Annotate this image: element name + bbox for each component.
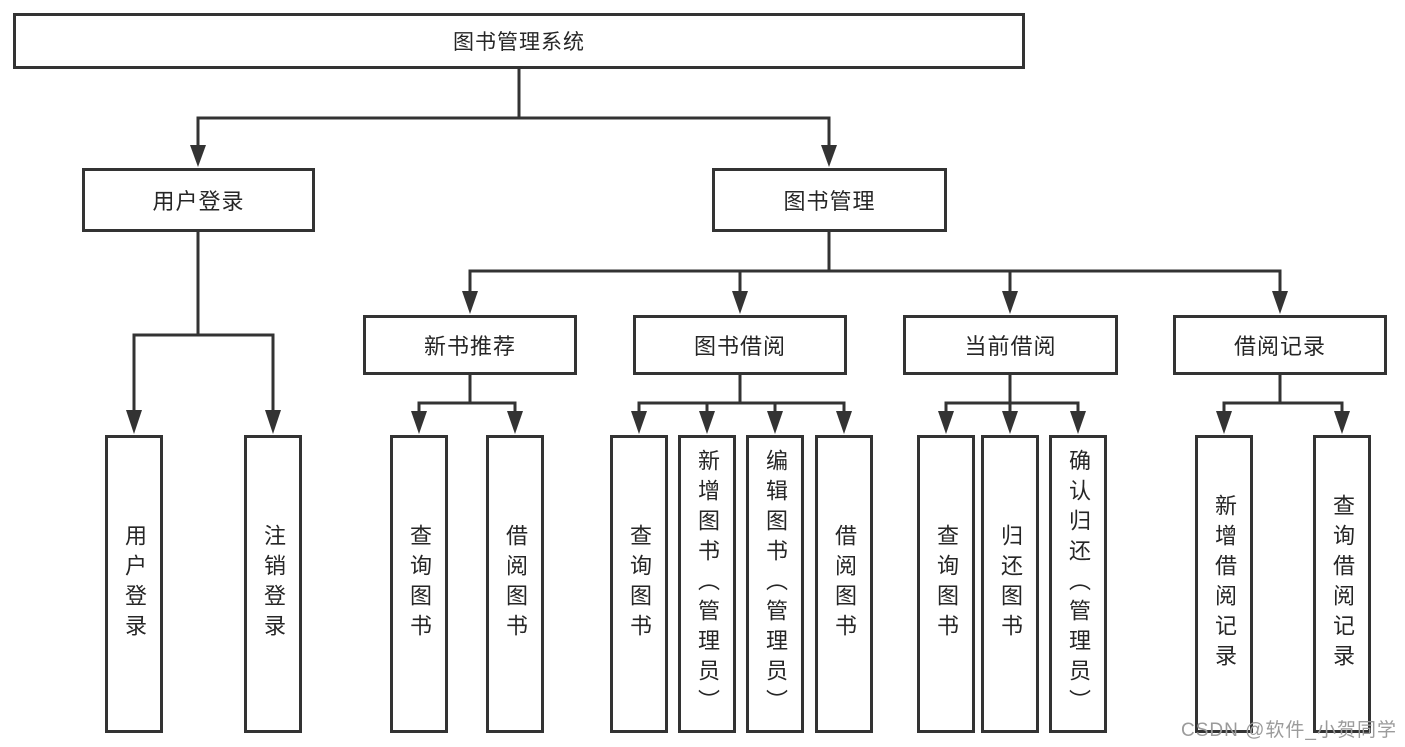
node-book-borrow-label: 图书借阅 [693, 334, 786, 359]
leaf-return-books-label: 归还图书 [998, 524, 1023, 644]
leaf-query-books-borrow-label: 查询图书 [627, 524, 652, 644]
branch-user-login: 用户登录 [82, 168, 315, 232]
leaf-add-books-admin-label: 新增图书（管理员） [695, 449, 720, 719]
leaf-query-books-recommend: 查询图书 [390, 435, 448, 733]
leaf-user-login-label: 用户登录 [122, 524, 147, 644]
leaf-edit-books-admin-label: 编辑图书（管理员） [763, 449, 788, 719]
leaf-confirm-return-admin-label: 确认归还（管理员） [1066, 449, 1091, 719]
leaf-return-books: 归还图书 [981, 435, 1039, 733]
leaf-edit-books-admin: 编辑图书（管理员） [746, 435, 804, 733]
node-new-book-recommend: 新书推荐 [363, 315, 577, 375]
branch-book-management-label: 图书管理 [783, 189, 876, 214]
leaf-query-borrow-record: 查询借阅记录 [1313, 435, 1371, 733]
root-node-label: 图书管理系统 [453, 31, 585, 54]
leaf-add-borrow-record: 新增借阅记录 [1195, 435, 1253, 733]
node-borrow-records-label: 借阅记录 [1233, 334, 1326, 359]
node-borrow-records: 借阅记录 [1173, 315, 1387, 375]
root-node-library-management-system: 图书管理系统 [13, 13, 1025, 69]
leaf-borrow-books-recommend: 借阅图书 [486, 435, 544, 733]
leaf-borrow-books: 借阅图书 [815, 435, 873, 733]
leaf-user-login: 用户登录 [105, 435, 163, 733]
branch-book-management: 图书管理 [712, 168, 947, 232]
leaf-query-borrow-record-label: 查询借阅记录 [1330, 494, 1355, 674]
leaf-logout-label: 注销登录 [261, 524, 286, 644]
leaf-query-books-recommend-label: 查询图书 [407, 524, 432, 644]
node-book-borrow: 图书借阅 [633, 315, 847, 375]
csdn-watermark: CSDN @软件_小贺同学 [1181, 720, 1397, 741]
leaf-query-books-borrow: 查询图书 [610, 435, 668, 733]
node-current-borrow-label: 当前借阅 [964, 334, 1057, 359]
branch-user-login-label: 用户登录 [152, 189, 245, 214]
leaf-query-books-current: 查询图书 [917, 435, 975, 733]
leaf-add-borrow-record-label: 新增借阅记录 [1212, 494, 1237, 674]
node-current-borrow: 当前借阅 [903, 315, 1118, 375]
leaf-confirm-return-admin: 确认归还（管理员） [1049, 435, 1107, 733]
leaf-borrow-books-label: 借阅图书 [832, 524, 857, 644]
leaf-borrow-books-recommend-label: 借阅图书 [503, 524, 528, 644]
leaf-add-books-admin: 新增图书（管理员） [678, 435, 736, 733]
node-new-book-recommend-label: 新书推荐 [423, 334, 516, 359]
leaf-logout: 注销登录 [244, 435, 302, 733]
leaf-query-books-current-label: 查询图书 [934, 524, 959, 644]
